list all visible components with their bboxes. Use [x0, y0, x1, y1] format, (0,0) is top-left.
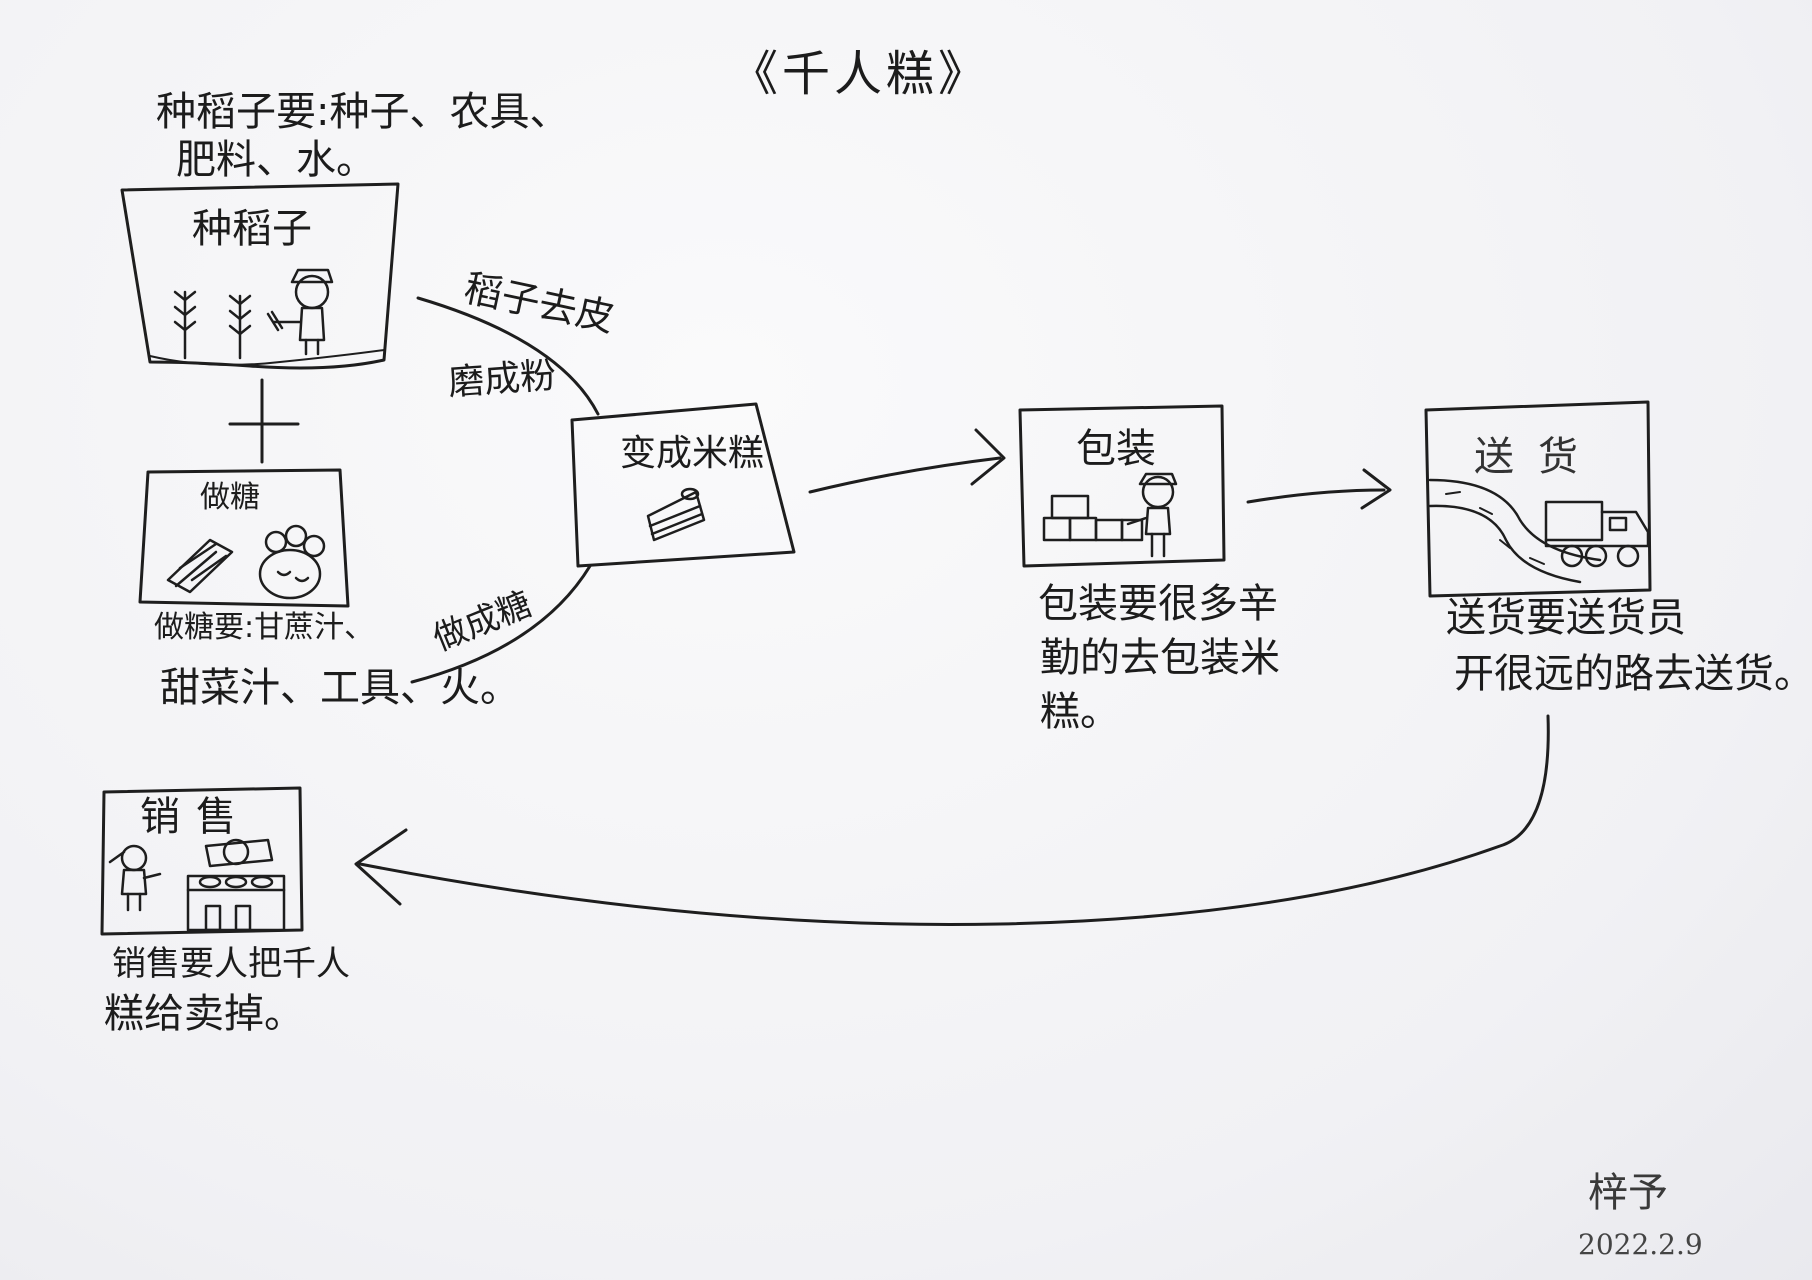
sugar-requirements-line2: 甜菜汁、工具、火。 — [160, 665, 520, 711]
pack-box-label: 包装 — [1076, 426, 1156, 472]
sugar-requirements-line1: 做糖要:甘蔗汁、 — [154, 610, 375, 645]
ship-box-label: 送货 — [1474, 434, 1602, 480]
seed-ground — [149, 349, 385, 366]
arrow-ship-to-sell — [358, 714, 1550, 926]
farmer-icon — [266, 268, 334, 356]
cake-icon — [646, 487, 706, 542]
seed-requirements-line2: 肥料、水。 — [176, 137, 376, 183]
road-icon — [1428, 478, 1602, 584]
seed-box — [120, 182, 400, 370]
worker-icon — [1126, 472, 1178, 558]
beet-icon — [258, 524, 326, 600]
truck-icon — [1544, 500, 1650, 568]
edge-seed-to-cake — [416, 296, 600, 416]
sell-box-label: 销售 — [140, 794, 252, 840]
seed-box-label: 种稻子 — [192, 206, 312, 252]
page-title: 《千人糕》 — [730, 46, 991, 102]
arrow-pack-to-ship — [1246, 488, 1386, 504]
wheat-icon — [173, 290, 252, 360]
seed-requirements-line1: 种稻子要:种子、农具、 — [156, 89, 570, 135]
sugar-box-label: 做糖 — [200, 480, 260, 515]
ship-note-line1: 送货要送货员 — [1446, 595, 1686, 641]
drawing-date: 2022.2.9 — [1578, 1228, 1703, 1261]
pack-box — [1018, 404, 1226, 568]
ship-note-line2: 开很远的路去送货。 — [1454, 651, 1812, 697]
stall-icon — [186, 838, 286, 932]
sell-note-line2: 糕给卖掉。 — [104, 991, 304, 1037]
cake-box-label: 变成米糕 — [620, 433, 765, 474]
pack-note-line3: 糕。 — [1040, 689, 1120, 735]
arrow-cake-to-pack — [808, 456, 1002, 494]
sell-box — [100, 786, 304, 936]
edge-label-grind: 磨成粉 — [446, 355, 558, 404]
boxes-icon — [1042, 494, 1144, 542]
sugarcane-icon — [166, 538, 234, 594]
author-signature: 梓予 — [1588, 1170, 1668, 1216]
edge-sugar-to-cake — [410, 564, 592, 684]
cake-box — [570, 402, 796, 568]
seller-icon — [108, 844, 162, 912]
pack-note-line2: 勤的去包装米 — [1040, 635, 1280, 681]
sell-note-line1: 销售要人把千人 — [112, 944, 350, 984]
pack-note-line1: 包装要很多辛 — [1038, 581, 1278, 627]
sugar-box — [138, 468, 350, 608]
ship-box — [1424, 400, 1652, 598]
